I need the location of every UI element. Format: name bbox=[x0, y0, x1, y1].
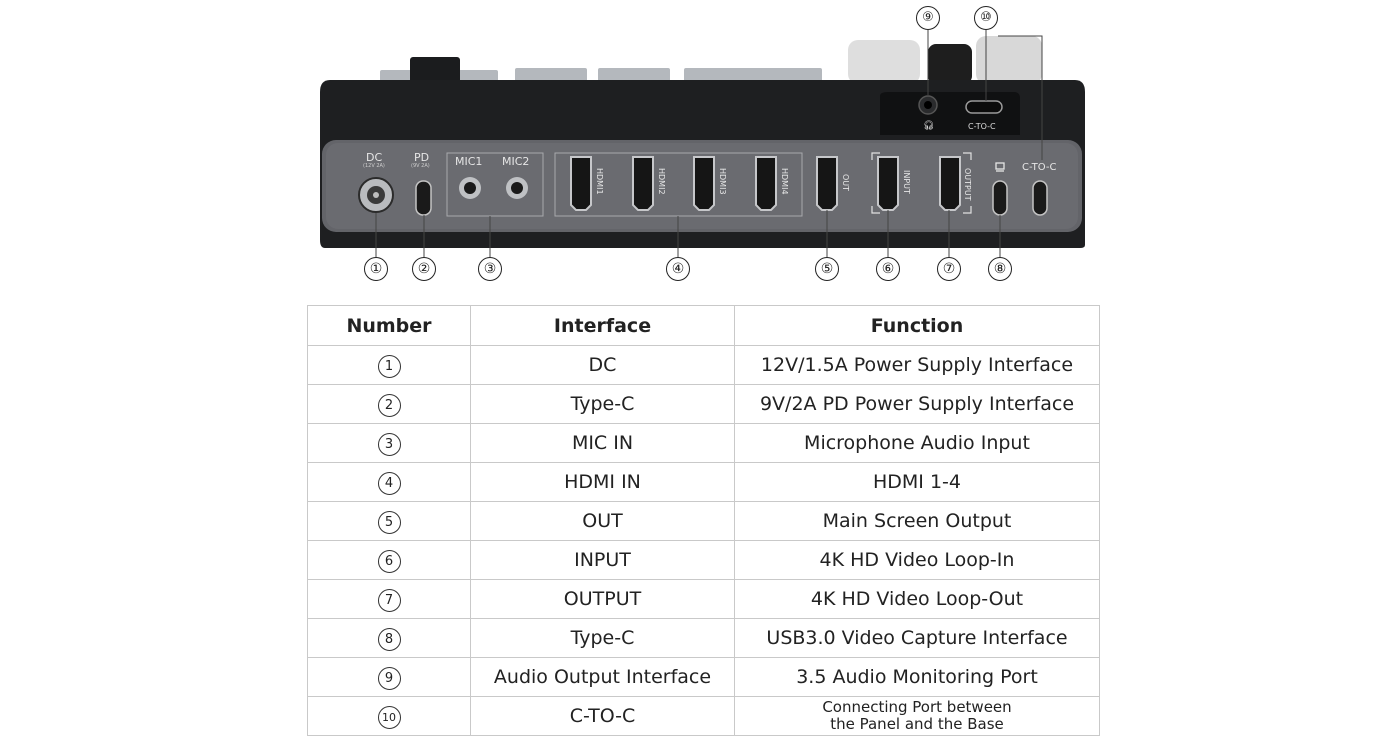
table-row: 8 Type-C USB3.0 Video Capture Interface bbox=[307, 618, 1100, 658]
row-interface-cell: DC bbox=[470, 345, 735, 385]
row-number-cell: 10 bbox=[307, 696, 471, 736]
interface-table: Number Interface Function 1 DC 12V/1.5A … bbox=[307, 305, 1100, 736]
table-row: 5 OUT Main Screen Output bbox=[307, 501, 1100, 541]
table-header-row: Number Interface Function bbox=[307, 305, 1100, 346]
number-badge: 3 bbox=[377, 432, 401, 456]
callout-1: ① bbox=[364, 257, 388, 281]
dc-port-sublabel: (12V 2A) bbox=[363, 163, 385, 169]
callout-2: ② bbox=[412, 257, 436, 281]
row-function-cell: USB3.0 Video Capture Interface bbox=[734, 618, 1100, 658]
out-label: OUT bbox=[841, 174, 850, 192]
callout-5: ⑤ bbox=[815, 257, 839, 281]
row-function-cell: Main Screen Output bbox=[734, 501, 1100, 541]
table-row: 4 HDMI IN HDMI 1-4 bbox=[307, 462, 1100, 502]
ctoc-top-label: C-TO-C bbox=[968, 122, 996, 131]
row-number-cell: 7 bbox=[307, 579, 471, 619]
callout-8: ⑧ bbox=[988, 257, 1012, 281]
callout-6: ⑥ bbox=[876, 257, 900, 281]
row-interface-cell: Type-C bbox=[470, 618, 735, 658]
row-interface-cell: INPUT bbox=[470, 540, 735, 580]
header-number: Number bbox=[307, 305, 471, 346]
row-number-cell: 6 bbox=[307, 540, 471, 580]
row-interface-cell: Type-C bbox=[470, 384, 735, 424]
row-interface-cell: HDMI IN bbox=[470, 462, 735, 502]
row-function-cell: Connecting Port between the Panel and th… bbox=[734, 696, 1100, 736]
number-badge: 7 bbox=[377, 588, 401, 612]
row-interface-cell: OUT bbox=[470, 501, 735, 541]
pd-port-sublabel: (9V 2A) bbox=[411, 163, 430, 169]
number-badge: 4 bbox=[377, 471, 401, 495]
table-row: 9 Audio Output Interface 3.5 Audio Monit… bbox=[307, 657, 1100, 697]
table-row: 6 INPUT 4K HD Video Loop-In bbox=[307, 540, 1100, 580]
table-row: 1 DC 12V/1.5A Power Supply Interface bbox=[307, 345, 1100, 385]
row-number-cell: 8 bbox=[307, 618, 471, 658]
row-function-cell: HDMI 1-4 bbox=[734, 462, 1100, 502]
number-badge: 6 bbox=[377, 549, 401, 573]
row-number-cell: 3 bbox=[307, 423, 471, 463]
number-badge: 9 bbox=[377, 666, 401, 690]
row-number-cell: 5 bbox=[307, 501, 471, 541]
mic2-label: MIC2 bbox=[502, 155, 530, 168]
table-row: 7 OUTPUT 4K HD Video Loop-Out bbox=[307, 579, 1100, 619]
callout-4: ④ bbox=[666, 257, 690, 281]
row-number-cell: 9 bbox=[307, 657, 471, 697]
mic1-label: MIC1 bbox=[455, 155, 483, 168]
output-label: OUTPUT bbox=[963, 168, 972, 201]
number-badge: 1 bbox=[377, 354, 401, 378]
row-function-cell: 4K HD Video Loop-Out bbox=[734, 579, 1100, 619]
table-row: 10 C-TO-C Connecting Port between the Pa… bbox=[307, 696, 1100, 736]
headphone-icon: 🎧︎ bbox=[923, 121, 935, 131]
header-function: Function bbox=[734, 305, 1100, 346]
ctoc-panel-label: C-TO-C bbox=[1022, 162, 1057, 173]
device-body-graphic bbox=[320, 30, 1085, 257]
row-interface-cell: OUTPUT bbox=[470, 579, 735, 619]
row-function-cell: 12V/1.5A Power Supply Interface bbox=[734, 345, 1100, 385]
number-badge: 5 bbox=[377, 510, 401, 534]
device-illustration: DC (12V 2A) PD (9V 2A) MIC1 MIC2 HDMI1 H… bbox=[0, 0, 1400, 295]
callout-7: ⑦ bbox=[937, 257, 961, 281]
row-number-cell: 2 bbox=[307, 384, 471, 424]
number-badge: 2 bbox=[377, 393, 401, 417]
row-interface-cell: MIC IN bbox=[470, 423, 735, 463]
hdmi2-label: HDMI2 bbox=[657, 168, 666, 195]
dc-port-label: DC bbox=[366, 151, 383, 164]
row-function-cell: Microphone Audio Input bbox=[734, 423, 1100, 463]
table-row: 3 MIC IN Microphone Audio Input bbox=[307, 423, 1100, 463]
row-interface-cell: Audio Output Interface bbox=[470, 657, 735, 697]
number-badge: 8 bbox=[377, 627, 401, 651]
table-row: 2 Type-C 9V/2A PD Power Supply Interface bbox=[307, 384, 1100, 424]
row-number-cell: 4 bbox=[307, 462, 471, 502]
callout-9: ⑨ bbox=[916, 6, 940, 30]
pd-port-label: PD bbox=[414, 151, 430, 164]
row-function-cell: 3.5 Audio Monitoring Port bbox=[734, 657, 1100, 697]
hdmi4-label: HDMI4 bbox=[780, 168, 789, 195]
hdmi1-label: HDMI1 bbox=[595, 168, 604, 195]
row-function-cell: 4K HD Video Loop-In bbox=[734, 540, 1100, 580]
input-label: INPUT bbox=[902, 170, 911, 194]
function-line-1: Connecting Port between bbox=[822, 698, 1012, 716]
function-line-2: the Panel and the Base bbox=[830, 715, 1004, 733]
row-function-cell: 9V/2A PD Power Supply Interface bbox=[734, 384, 1100, 424]
callout-3: ③ bbox=[478, 257, 502, 281]
hdmi3-label: HDMI3 bbox=[718, 168, 727, 195]
row-interface-cell: C-TO-C bbox=[470, 696, 735, 736]
callout-10: ⑩ bbox=[974, 6, 998, 30]
row-number-cell: 1 bbox=[307, 345, 471, 385]
number-badge: 10 bbox=[377, 705, 401, 729]
header-interface: Interface bbox=[470, 305, 735, 346]
